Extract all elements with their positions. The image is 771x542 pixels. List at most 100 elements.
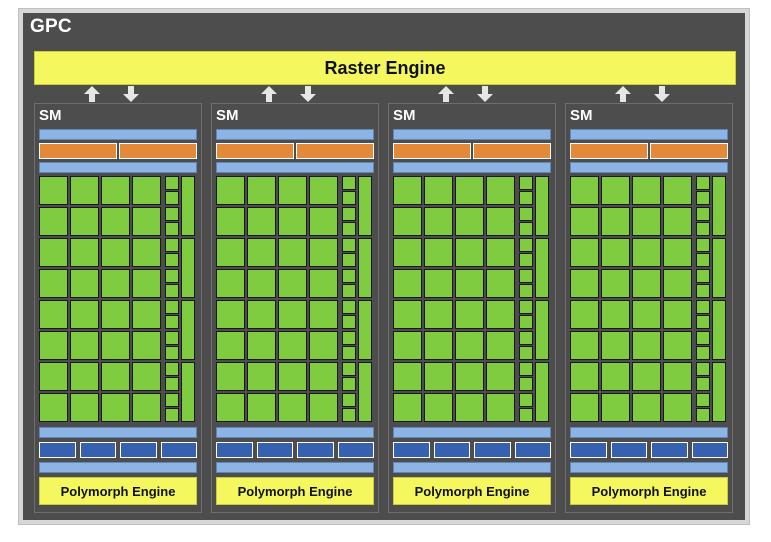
cuda-core — [601, 269, 630, 298]
ld-st-unit — [696, 191, 710, 205]
cuda-core — [424, 207, 453, 236]
cuda-core — [278, 238, 307, 267]
ld-st-unit — [696, 331, 710, 345]
sfu-unit — [358, 238, 372, 298]
texture-unit-block — [570, 442, 607, 458]
cuda-core — [632, 176, 661, 205]
cuda-core — [486, 176, 515, 205]
cuda-core — [424, 300, 453, 329]
cuda-core — [39, 238, 68, 267]
cuda-core — [663, 207, 692, 236]
cuda-core — [216, 393, 245, 422]
cuda-core — [424, 176, 453, 205]
texture-cache-bar — [570, 462, 728, 473]
cuda-core — [601, 300, 630, 329]
ld-st-unit — [342, 191, 356, 205]
cuda-core — [101, 300, 130, 329]
cuda-core — [455, 176, 484, 205]
ld-st-unit — [519, 346, 533, 360]
register-file-bar — [570, 162, 728, 173]
ld-st-unit — [696, 315, 710, 329]
polymorph-engine: Polymorph Engine — [570, 477, 728, 505]
cuda-core — [663, 393, 692, 422]
cuda-core — [663, 238, 692, 267]
sm-label: SM — [570, 107, 593, 124]
cuda-core — [39, 300, 68, 329]
warp-scheduler-block — [570, 143, 648, 159]
cuda-core — [132, 176, 161, 205]
cuda-core — [486, 393, 515, 422]
sfu-unit — [358, 176, 372, 236]
cuda-core — [455, 362, 484, 391]
cuda-core — [601, 362, 630, 391]
ld-st-unit — [696, 253, 710, 267]
cuda-core — [663, 331, 692, 360]
sfu-unit — [712, 362, 726, 422]
cuda-core — [132, 393, 161, 422]
texture-unit-block — [610, 442, 647, 458]
instruction-cache-bar — [216, 129, 374, 140]
ld-st-unit — [519, 176, 533, 190]
register-file-bar — [39, 162, 197, 173]
cuda-core — [39, 393, 68, 422]
cuda-core — [486, 362, 515, 391]
cuda-core — [570, 331, 599, 360]
cuda-core — [216, 331, 245, 360]
cuda-core — [132, 300, 161, 329]
cuda-core — [663, 362, 692, 391]
warp-scheduler-block — [296, 143, 374, 159]
texture-cache-bar — [393, 462, 551, 473]
ld-st-unit — [342, 346, 356, 360]
cuda-core — [570, 176, 599, 205]
cuda-core — [486, 207, 515, 236]
cuda-core — [309, 300, 338, 329]
ld-st-unit — [519, 269, 533, 283]
cuda-core — [632, 393, 661, 422]
instruction-cache-bar — [570, 129, 728, 140]
ld-st-unit — [519, 284, 533, 298]
cuda-core — [632, 269, 661, 298]
cuda-core — [309, 176, 338, 205]
cuda-core — [455, 393, 484, 422]
warp-scheduler-block — [650, 143, 728, 159]
cuda-core — [39, 207, 68, 236]
texture-unit-block — [160, 442, 197, 458]
cuda-core — [70, 393, 99, 422]
texture-unit-block — [216, 442, 253, 458]
cuda-core — [309, 393, 338, 422]
cuda-core — [278, 362, 307, 391]
cuda-core — [393, 300, 422, 329]
ld-st-unit — [342, 284, 356, 298]
cuda-core — [247, 331, 276, 360]
texture-unit-block — [651, 442, 688, 458]
sm-block: SM Polymorph Engine — [565, 103, 733, 513]
texture-unit-block — [120, 442, 157, 458]
cuda-core — [39, 331, 68, 360]
cuda-core — [455, 207, 484, 236]
interconnect-bar — [393, 427, 551, 438]
raster-engine: Raster Engine — [34, 51, 736, 85]
texture-unit-block — [393, 442, 430, 458]
sfu-unit — [712, 300, 726, 360]
ld-st-unit — [696, 222, 710, 236]
ld-st-unit — [165, 269, 179, 283]
ld-st-unit — [696, 238, 710, 252]
sfu-unit — [712, 176, 726, 236]
ld-st-unit — [696, 207, 710, 221]
ld-st-unit — [696, 176, 710, 190]
ld-st-unit — [165, 207, 179, 221]
ld-st-unit — [165, 377, 179, 391]
ld-st-unit — [342, 331, 356, 345]
cuda-core — [393, 393, 422, 422]
ld-st-unit — [519, 300, 533, 314]
cuda-core — [601, 238, 630, 267]
cuda-core — [101, 207, 130, 236]
ld-st-unit — [696, 269, 710, 283]
texture-unit-block — [474, 442, 511, 458]
ld-st-unit — [165, 191, 179, 205]
cuda-core — [601, 331, 630, 360]
ld-st-unit — [696, 300, 710, 314]
ld-st-unit — [696, 408, 710, 422]
ld-st-unit — [342, 393, 356, 407]
